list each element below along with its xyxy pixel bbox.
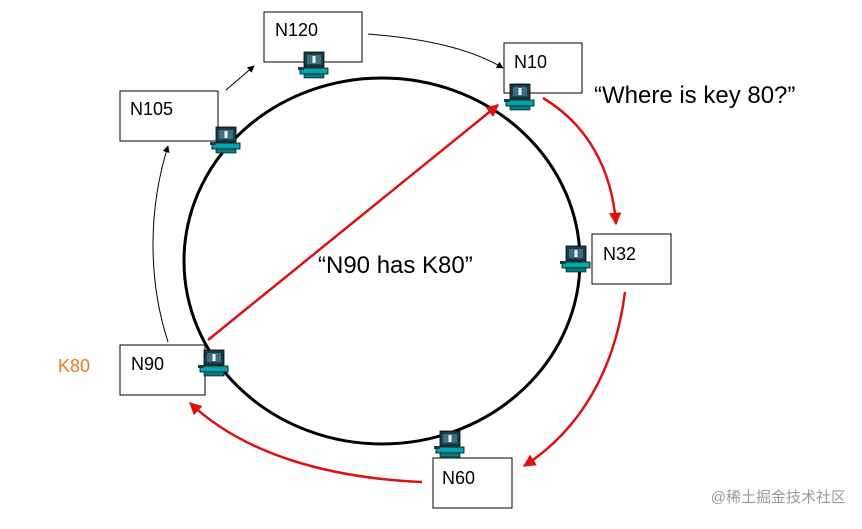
computer-icon [559, 245, 591, 273]
key-label: K80 [58, 356, 90, 376]
lookup-arrow-n60-n90 [189, 402, 423, 484]
successor-arrow-n120-n10 [367, 33, 504, 69]
successor-arrow-n90-n105 [152, 145, 170, 343]
node-label-n60: N60 [442, 468, 475, 488]
reply-arrow-n90-n10 [207, 104, 499, 341]
answer-caption: “N90 has K80” [318, 252, 473, 279]
node-box-n32 [591, 233, 672, 285]
watermark: @稀土掘金技术社区 [711, 489, 846, 506]
node-label-n10: N10 [514, 52, 547, 72]
node-box-n105 [119, 90, 219, 142]
node-label-n120: N120 [275, 20, 318, 40]
node-box-n60 [432, 457, 513, 509]
successor-arrow-n105-n120 [225, 65, 255, 91]
node-label-n90: N90 [131, 354, 164, 374]
node-box-n10 [503, 42, 583, 94]
node-label-n32: N32 [603, 244, 636, 264]
query-caption: “Where is key 80?” [594, 82, 795, 109]
lookup-arrow-n10-n32 [542, 96, 622, 226]
lookup-arrow-n32-n60 [522, 291, 627, 468]
node-label-n105: N105 [130, 99, 173, 119]
